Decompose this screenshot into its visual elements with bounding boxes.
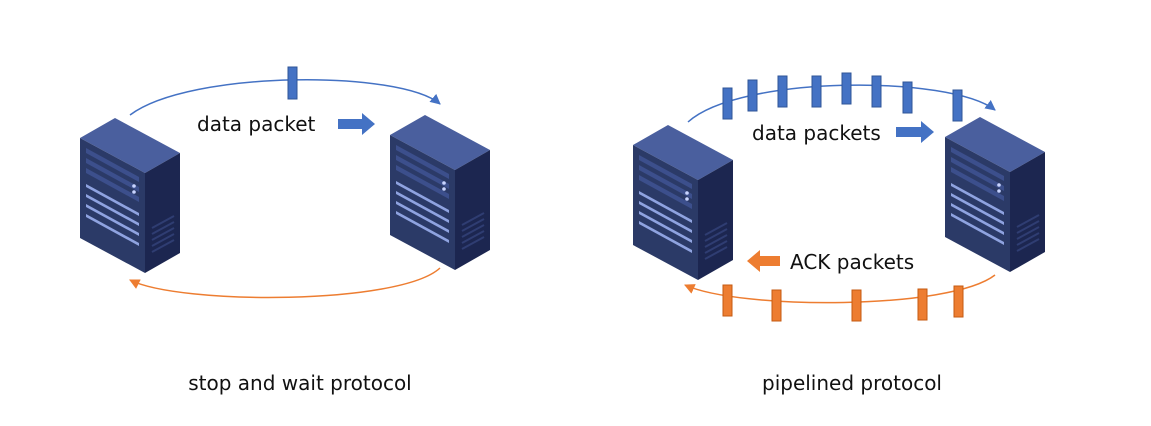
- server-icon: [389, 114, 491, 271]
- data-packet: [841, 72, 852, 105]
- right-arrow-icon: [338, 113, 375, 135]
- right-arrow-icon: [896, 121, 934, 143]
- data-packet: [722, 87, 733, 120]
- ack-packet: [771, 289, 782, 322]
- data-packet-label: data packet: [197, 112, 316, 136]
- data-packet: [811, 75, 822, 108]
- server-icon: [632, 124, 734, 281]
- caption: stop and wait protocol: [188, 371, 412, 395]
- ack-packet: [851, 289, 862, 322]
- data-packets-label: data packets: [752, 121, 881, 145]
- data-packet: [287, 66, 298, 100]
- data-packet: [952, 89, 963, 122]
- ack-flow-arrow: [129, 267, 441, 299]
- pipelined-diagram: data packets ACK packets pipelined proto…: [632, 72, 1046, 395]
- server-icon: [79, 117, 181, 274]
- data-packet: [747, 79, 758, 112]
- ack-packet: [722, 284, 733, 317]
- data-packet: [777, 75, 788, 108]
- data-packet: [871, 75, 882, 108]
- ack-packets-label: ACK packets: [790, 250, 914, 274]
- stop-and-wait-diagram: data packet stop and wait protocol: [79, 66, 491, 395]
- data-packets: [722, 72, 963, 122]
- ack-packet: [917, 288, 928, 321]
- ack-packets: [722, 284, 964, 322]
- server-icon: [944, 116, 1046, 273]
- ack-packet: [953, 285, 964, 318]
- data-flow-arrow: [129, 78, 441, 116]
- caption: pipelined protocol: [762, 371, 942, 395]
- left-arrow-icon: [747, 250, 780, 272]
- ack-flow-arrow: [684, 274, 996, 304]
- data-packet: [902, 81, 913, 114]
